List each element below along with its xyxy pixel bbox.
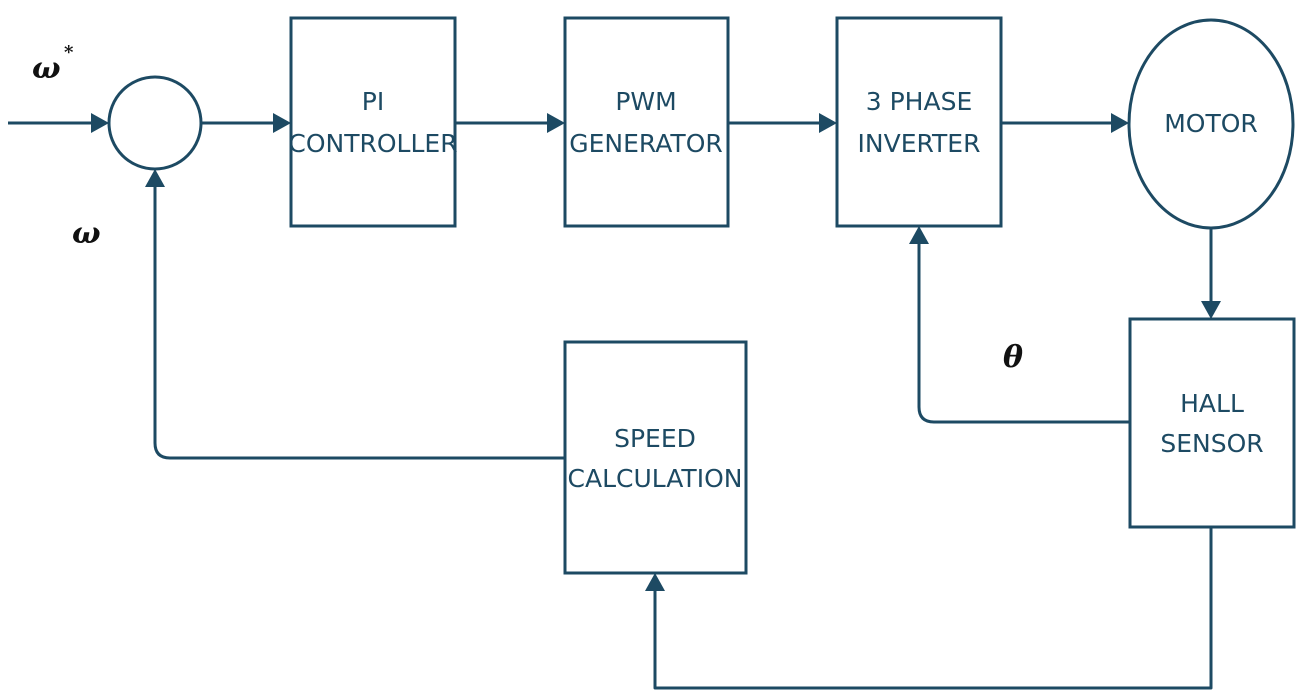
motor-block: MOTOR [1127, 18, 1295, 230]
speed-calculation-label-line2: CALCULATION [568, 464, 743, 493]
motor-to-hall-sensor-arrow [1201, 228, 1221, 319]
reference-speed-label: ω [32, 51, 61, 86]
hall-sensor-to-inverter-feedback-arrow [909, 226, 1130, 424]
speed-calculation-to-junction-feedback-arrow [145, 169, 565, 460]
summing-junction [107, 75, 203, 171]
speed-calculation-label-line1: SPEED [614, 424, 696, 453]
pi-controller-block: PI CONTROLLER [288, 16, 458, 228]
speed-calculation-block: SPEED CALCULATION [563, 340, 748, 575]
pwm-to-inverter-arrow [728, 113, 837, 133]
inverter-block: 3 PHASE INVERTER [835, 16, 1003, 228]
measured-speed-label: ω [72, 216, 101, 251]
pi-controller-label-line2: CONTROLLER [288, 129, 457, 158]
inverter-label-line1: 3 PHASE [866, 87, 973, 116]
pwm-generator-label-line1: PWM [615, 87, 676, 116]
inverter-label-line2: INVERTER [858, 129, 981, 158]
hall-sensor-label-line2: SENSOR [1160, 429, 1263, 458]
hall-sensor-label-line1: HALL [1180, 389, 1244, 418]
pi-to-pwm-arrow [455, 113, 565, 133]
inverter-to-motor-arrow [1001, 113, 1129, 133]
hall-sensor-to-speed-calculation-arrow [645, 527, 1213, 690]
pi-controller-label-line1: PI [362, 87, 384, 116]
junction-to-pi-arrow [201, 113, 291, 133]
reference-input-arrow [8, 113, 109, 133]
rotor-position-label: θ [1003, 340, 1023, 375]
pwm-generator-block: PWM GENERATOR [563, 16, 730, 228]
hall-sensor-block: HALL SENSOR [1128, 317, 1296, 529]
motor-label: MOTOR [1164, 109, 1258, 138]
reference-speed-superscript: * [64, 42, 74, 63]
pwm-generator-label-line2: GENERATOR [569, 129, 723, 158]
